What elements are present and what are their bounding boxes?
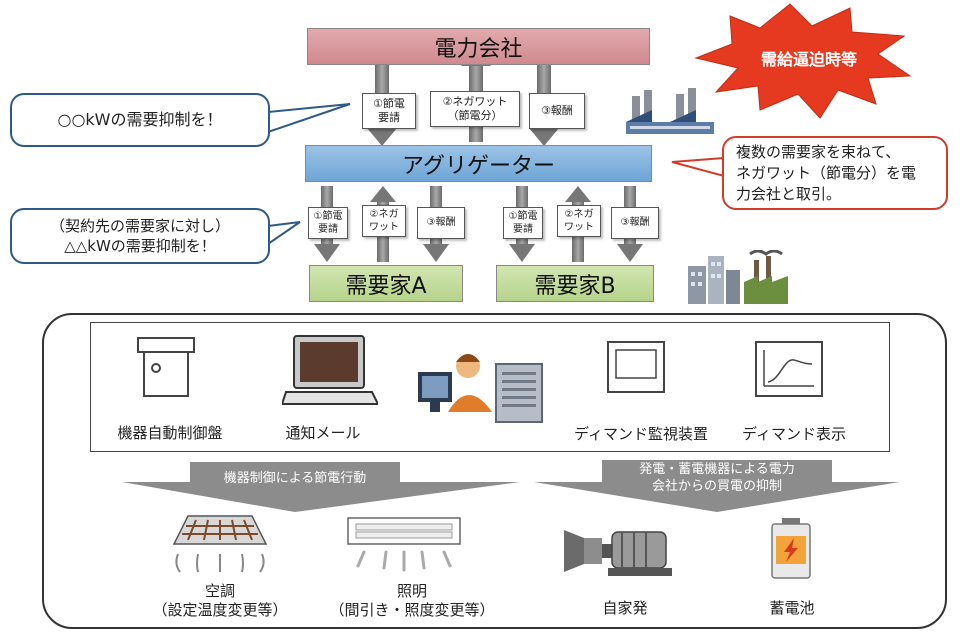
aggregator-label: アグリゲーター: [402, 153, 555, 179]
flow-label-text: ①節電: [313, 211, 343, 222]
burst-shape: [694, 3, 912, 119]
consumer-a-label: 需要家A: [345, 273, 427, 299]
flow-label-text: 要請: [513, 224, 533, 235]
laptop-icon: [282, 335, 378, 405]
flow-label-text: ③報酬: [541, 104, 573, 117]
buildings-icon: [688, 250, 788, 304]
air-conditioner-icon: [172, 515, 268, 573]
operator-with-server-icon: [418, 354, 543, 423]
lighting-label: 照明 （間引き・照度変更等）: [312, 582, 512, 620]
demand-monitor-icon: [607, 341, 665, 393]
flow-label-text: ①節電: [508, 211, 538, 222]
bubble-tail-aggregator: [267, 221, 301, 246]
power-plant-icon: [626, 88, 714, 134]
note-line3: 力会社と取引。: [736, 184, 842, 203]
consumer-equipment-panel: [42, 313, 947, 629]
generator-label: 自家発: [602, 599, 648, 617]
note-line1: 複数の需要家を束ねて、: [736, 142, 901, 161]
note-line2: ネガワット（節電分）を電: [736, 163, 917, 182]
demand-monitor-label: ディマンド監視装置: [574, 425, 708, 443]
flow-label-negawatt-a: ②ネガワット: [362, 205, 406, 237]
flow-label-request-a: ①節電要請: [308, 207, 348, 239]
flow-label-request-top: ①節電要請: [362, 93, 416, 129]
ac-title: 空調: [204, 582, 235, 600]
band-left-shape: [122, 462, 520, 512]
lighting-detail: （間引き・照度変更等）: [329, 601, 495, 619]
power-company-label: 電力会社: [434, 36, 523, 62]
flow-label-text: ②ネガ: [369, 209, 399, 220]
flow-label-negawatt-b: ②ネガワット: [557, 205, 601, 237]
battery-label: 蓄電池: [769, 599, 815, 617]
flow-label-reward-top: ③報酬: [529, 93, 585, 129]
aggregator-request-bubble: （契約先の需要家に対し） △△kWの需要抑制を！: [10, 208, 270, 264]
consumer-b-label: 需要家B: [534, 273, 616, 299]
aggregator-note-bubble: 複数の需要家を束ねて、ネガワット（節電分）を電力会社と取引。: [722, 136, 948, 210]
flow-label-request-b: ①節電要請: [503, 207, 543, 239]
flow-label-text: ワット: [564, 222, 594, 233]
utility-request-text: ○○kWの需要抑制を！: [57, 110, 223, 129]
demand-display-label: ディマンド表示: [742, 425, 846, 443]
ac-label: 空調 （設定温度変更等）: [130, 582, 310, 620]
flow-label-text: 要請: [378, 111, 400, 124]
flow-label-text: ワット: [369, 222, 399, 233]
notice-mail-label: 通知メール: [285, 424, 361, 442]
flow-label-reward-b: ③報酬: [611, 207, 659, 239]
power-company-box: 電力会社: [307, 28, 650, 65]
band-left-label: 機器制御による節電行動: [223, 471, 367, 486]
aggregator-request-line1: （契約先の需要家に対し）: [49, 217, 230, 235]
utility-request-bubble: ○○kWの需要抑制を！: [10, 93, 270, 147]
action-bands-layer: [122, 460, 900, 512]
lighting-icon: [347, 517, 461, 572]
band-right-label: 発電・蓄電機器による電力 会社からの買電の抑制: [600, 461, 834, 495]
flow-label-text: 要請: [318, 224, 338, 235]
flow-label-text: ③報酬: [620, 217, 650, 228]
flow-label-negawatt-top: ②ネガワット（節電分）: [430, 91, 520, 127]
consumer-b-box: 需要家B: [496, 265, 654, 302]
band-right-shape: [534, 460, 900, 512]
demand-display-icon: [755, 341, 823, 397]
burst-label: 需給逼迫時等: [760, 50, 857, 69]
flow-label-reward-a: ③報酬: [417, 207, 465, 239]
battery-icon: [771, 518, 811, 579]
bubble-tail-note: [671, 156, 725, 178]
flow-label-text: （節電分）: [447, 109, 503, 122]
lighting-title: 照明: [396, 582, 427, 600]
aggregator-box: アグリゲーター: [305, 145, 652, 182]
consumer-a-box: 需要家A: [309, 265, 463, 302]
ac-detail: （設定温度変更等）: [152, 601, 288, 619]
generator-icon: [564, 530, 672, 576]
aggregator-request-line2: △△kWの需要抑制を！: [64, 237, 216, 255]
flow-label-text: ②ネガワット: [442, 95, 508, 108]
flow-label-text: ②ネガ: [564, 209, 594, 220]
flow-label-text: ③報酬: [426, 217, 456, 228]
band-right-line1: 発電・蓄電機器による電力: [639, 462, 795, 477]
flow-label-text: ①節電: [373, 97, 405, 110]
band-right-line2: 会社からの買電の抑制: [651, 479, 782, 494]
control-panel-label: 機器自動制御盤: [117, 424, 223, 442]
bubble-tail-utility: [267, 103, 351, 134]
control-panel-icon: [137, 337, 195, 397]
